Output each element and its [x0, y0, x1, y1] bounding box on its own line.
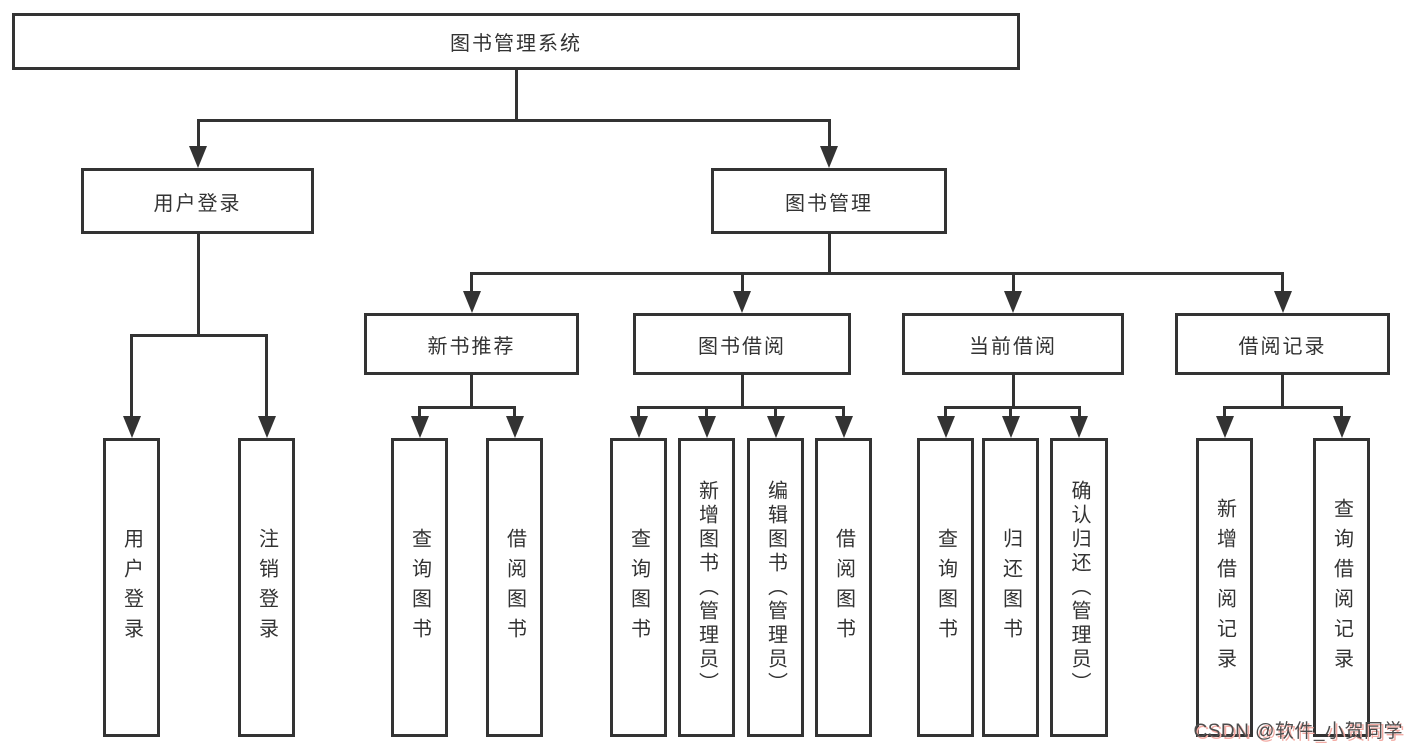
connector-line-v	[740, 375, 744, 409]
connector-line-v	[1009, 406, 1012, 422]
node-label: 当前借阅	[969, 335, 1057, 358]
arrow-down-icon	[766, 416, 785, 438]
connector-line-h	[470, 272, 1284, 275]
leaf-query-borrow-record: 查询借阅记录	[1313, 438, 1370, 737]
leaf-add-borrow-record: 新增借阅记录	[1196, 438, 1253, 737]
leaf-borrow-books-1: 借阅图书	[486, 438, 543, 737]
arrow-down-icon	[1070, 416, 1088, 438]
connector-line-v	[1011, 272, 1015, 297]
arrow-down-icon	[1004, 291, 1022, 313]
connector-line-v	[196, 234, 200, 337]
csdn-watermark: CSDN @软件_小贺同学	[1193, 721, 1403, 742]
leaf-query-books-2: 查询图书	[610, 438, 667, 737]
connector-line-v	[265, 334, 268, 422]
leaf-edit-book-admin: 编辑图书（管理员）	[747, 438, 804, 737]
connector-line-v	[1281, 375, 1284, 409]
leaf-confirm-return-admin: 确认归还（管理员）	[1050, 438, 1108, 737]
connector-line-h	[130, 334, 268, 337]
node-book-management: 图书管理	[711, 168, 947, 234]
node-label: 查询图书	[934, 527, 957, 648]
node-label: 图书管理系统	[450, 33, 582, 55]
node-label: 查询图书	[408, 527, 431, 648]
leaf-return-book: 归还图书	[982, 438, 1039, 737]
connector-line-v	[827, 234, 831, 275]
connector-line-h	[196, 119, 831, 122]
node-label: 查询图书	[627, 527, 650, 648]
connector-line-v	[1223, 406, 1226, 422]
connector-line-v	[842, 406, 845, 422]
connector-line-v	[1340, 406, 1343, 422]
node-borrow-records: 借阅记录	[1175, 313, 1390, 375]
arrow-down-icon	[189, 146, 207, 168]
arrow-down-icon	[410, 416, 429, 438]
arrow-down-icon	[629, 416, 648, 438]
node-label: 归还图书	[999, 527, 1022, 648]
node-label: 注销登录	[255, 527, 278, 648]
connector-line-v	[130, 334, 133, 422]
connector-line-h	[944, 406, 1081, 409]
node-label: 借阅记录	[1238, 335, 1327, 358]
node-root: 图书管理系统	[12, 13, 1020, 70]
arrow-down-icon	[1215, 416, 1234, 438]
arrow-down-icon	[834, 416, 853, 438]
arrow-down-icon	[697, 416, 716, 438]
connector-line-v	[740, 272, 744, 297]
arrow-down-icon	[505, 416, 524, 438]
node-label: 图书管理	[785, 192, 873, 215]
node-label: 借阅图书	[832, 527, 855, 648]
node-label: 新增借阅记录	[1213, 497, 1236, 678]
connector-line-v	[1011, 375, 1015, 409]
arrow-down-icon	[122, 416, 141, 438]
node-label: 查询借阅记录	[1330, 497, 1353, 678]
node-label: 编辑图书（管理员）	[764, 479, 787, 696]
arrow-down-icon	[1332, 416, 1351, 438]
node-label: 确认归还（管理员）	[1068, 479, 1090, 696]
node-label: 新书推荐	[427, 335, 516, 358]
node-label: 借阅图书	[503, 527, 526, 648]
arrow-down-icon	[462, 291, 481, 313]
node-current-borrow: 当前借阅	[902, 313, 1124, 375]
arrow-down-icon	[820, 146, 838, 168]
connector-line-v	[1281, 272, 1284, 297]
node-user-login: 用户登录	[81, 168, 314, 234]
node-label: 用户登录	[153, 192, 242, 215]
arrow-down-icon	[1001, 416, 1020, 438]
leaf-logout: 注销登录	[238, 438, 295, 737]
connector-line-h	[1223, 406, 1343, 409]
leaf-add-book-admin: 新增图书（管理员）	[678, 438, 735, 737]
connector-line-v	[196, 119, 200, 152]
connector-line-v	[514, 70, 518, 122]
node-new-book-recommend: 新书推荐	[364, 313, 579, 375]
leaf-query-books-3: 查询图书	[917, 438, 974, 737]
node-label: 用户登录	[120, 527, 143, 648]
connector-line-h	[418, 406, 516, 409]
connector-line-v	[470, 375, 473, 409]
connector-line-v	[637, 406, 640, 422]
leaf-user-login: 用户登录	[103, 438, 160, 737]
connector-line-v	[774, 406, 777, 422]
node-label: 图书借阅	[698, 335, 786, 358]
leaf-borrow-books-2: 借阅图书	[815, 438, 872, 737]
leaf-query-books-1: 查询图书	[391, 438, 448, 737]
connector-line-h	[637, 406, 845, 409]
connector-line-v	[470, 272, 473, 297]
arrow-down-icon	[257, 416, 276, 438]
connector-line-v	[705, 406, 708, 422]
node-label: 新增图书（管理员）	[695, 479, 718, 696]
node-book-borrow: 图书借阅	[633, 313, 851, 375]
arrow-down-icon	[1273, 291, 1292, 313]
connector-line-v	[1077, 406, 1081, 422]
arrow-down-icon	[936, 416, 955, 438]
connector-line-v	[827, 119, 831, 152]
arrow-down-icon	[733, 291, 751, 313]
connector-line-v	[418, 406, 421, 422]
connector-line-v	[513, 406, 516, 422]
connector-line-v	[944, 406, 947, 422]
